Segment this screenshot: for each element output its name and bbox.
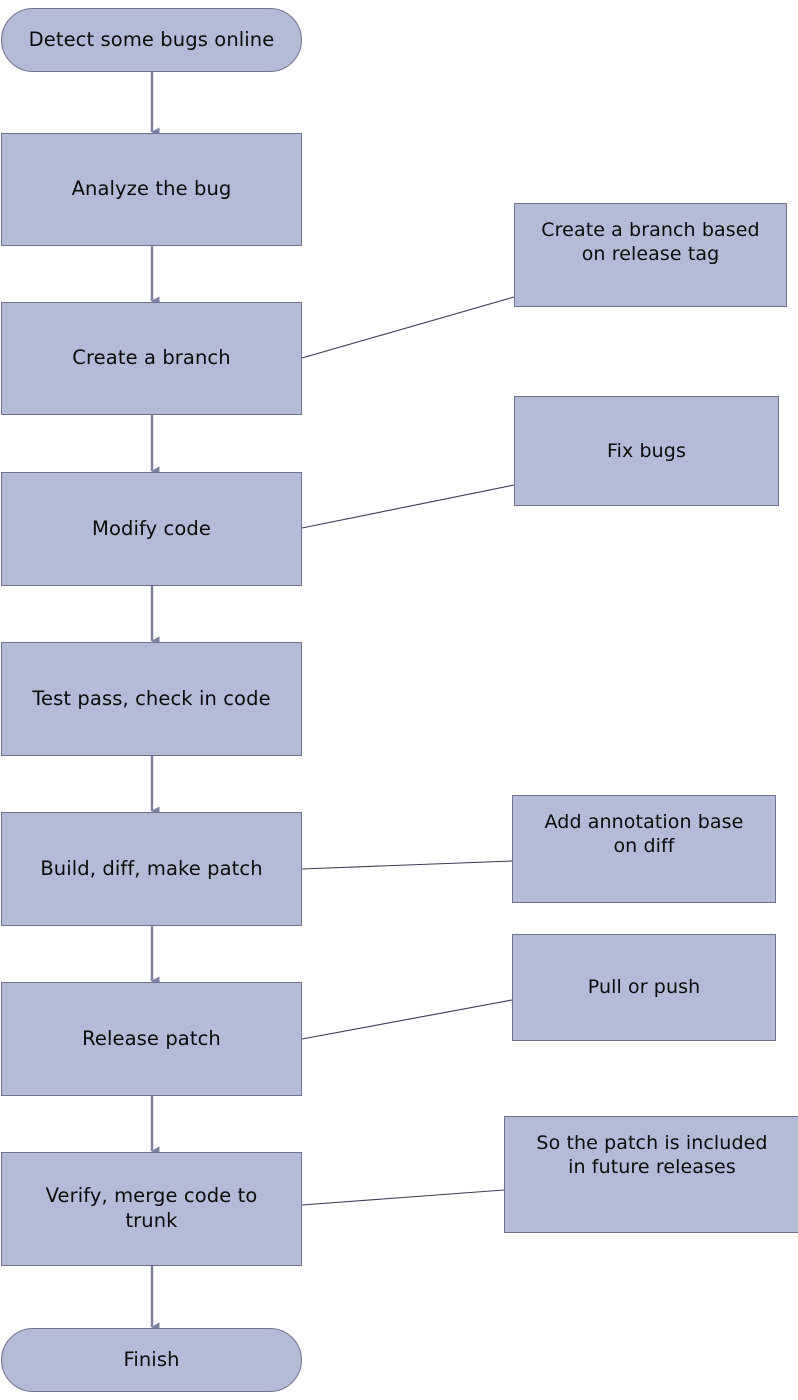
node-label: Analyze the bug (71, 177, 232, 201)
node-label: Modify code (92, 516, 211, 540)
node-label: Fix bugs (607, 439, 686, 462)
node-label: Pull or push (587, 976, 701, 999)
node-label: Create a branch (72, 346, 231, 370)
flow-node-modify: Modify code (1, 472, 302, 586)
node-label: So the patch is included in future relea… (536, 1132, 768, 1179)
node-label: Verify, merge code to trunk (45, 1184, 258, 1232)
flow-node-branch: Create a branch (1, 302, 302, 415)
node-label: Create a branch based on release tag (541, 219, 760, 266)
connector-release-to-note-release (301, 999, 513, 1040)
note-note-verify: So the patch is included in future relea… (504, 1116, 798, 1233)
flow-node-finish: Finish (1, 1328, 302, 1392)
note-note-build: Add annotation base on diff (512, 795, 776, 903)
connector-verify-to-note-verify (301, 1189, 505, 1206)
note-note-release: Pull or push (512, 934, 776, 1041)
note-note-branch: Create a branch based on release tag (514, 203, 787, 307)
flow-node-verify: Verify, merge code to trunk (1, 1152, 302, 1266)
flow-node-detect: Detect some bugs online (1, 8, 302, 72)
connector-build-to-note-build (301, 860, 513, 870)
flow-node-build: Build, diff, make patch (1, 812, 302, 926)
node-label: Release patch (82, 1026, 221, 1050)
node-label: Build, diff, make patch (40, 856, 263, 880)
node-label: Detect some bugs online (28, 27, 275, 51)
flow-node-release: Release patch (1, 982, 302, 1096)
node-label: Add annotation base on diff (544, 811, 744, 858)
node-label: Finish (123, 1347, 180, 1371)
connector-branch-to-note-branch (301, 296, 515, 359)
flow-node-test: Test pass, check in code (1, 642, 302, 756)
note-connectors (301, 296, 515, 1206)
node-label: Test pass, check in code (32, 686, 271, 710)
connector-modify-to-note-modify (301, 484, 515, 529)
note-note-modify: Fix bugs (514, 396, 779, 506)
flow-node-analyze: Analyze the bug (1, 133, 302, 246)
